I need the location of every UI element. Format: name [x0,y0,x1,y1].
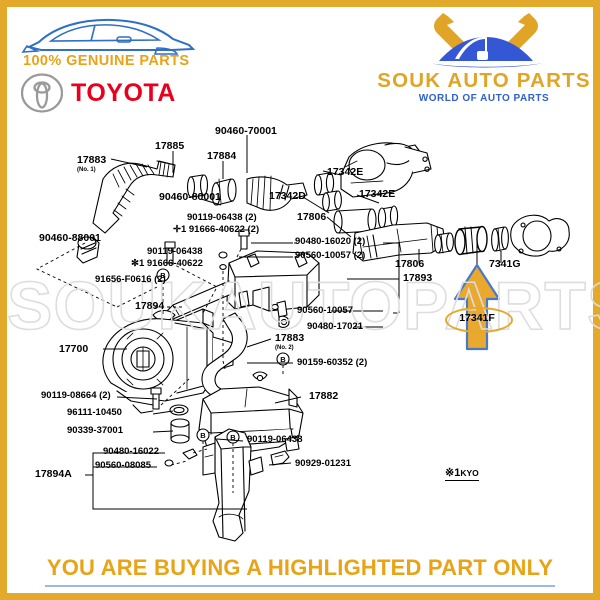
toyota-brand-block: 100% GENUINE PARTS TOYOTA [17,13,217,113]
footer-underline [45,585,555,587]
kyo-symbol: ※1 [445,467,461,479]
genuine-parts-text: 100% GENUINE PARTS [23,53,190,69]
toyota-wordmark: TOYOTA [71,79,176,107]
svg-text:B: B [230,433,236,442]
souk-brand-block: SOUK AUTO PARTS WORLD OF AUTO PARTS [377,11,591,115]
svg-text:B: B [200,431,206,440]
toyota-emblem-icon [21,73,63,113]
souk-subtitle: WORLD OF AUTO PARTS [418,93,550,104]
part-label-17893: 17893 [403,272,433,284]
part-label-17882: 17882 [309,390,339,402]
parts-diagram: B B B B [6,117,600,547]
part-label-7341g: 7341G [489,258,521,270]
part-label-90560-08085: 90560-08085 [95,460,151,471]
part-label-17884: 17884 [207,150,237,162]
part-label-17894a: 17894A [35,468,72,480]
part-label-90339-37001: 90339-37001 [67,425,123,436]
part-label-17806-right: 17806 [395,258,425,270]
svg-text:B: B [280,355,286,364]
highlighted-part-number: 17341F [459,312,495,324]
part-label-17806-top: 17806 [297,211,327,223]
part-label-91656-f0616: 91656-F0616 (2) [95,274,166,285]
part-label-90460-80001: 90460-80001 [159,191,221,203]
part-label-17885: 17885 [155,140,185,152]
part-label-90119-08664: 90119-08664 (2) [41,390,111,401]
part-label-91666-40622-b: ✻1 91666-40622 [131,258,203,269]
part-label-17342e-2: 17342E [359,188,396,200]
part-label-96111-10450: 96111-10450 [67,407,122,418]
part-label-90560-10057-b: 90560-10057 [297,305,353,316]
part-label-90929-01231: 90929-01231 [295,458,351,469]
part-label-17883-no1: 17883(No. 1) [77,154,107,173]
car-outline-icon [21,18,196,55]
toyota-logo-row: TOYOTA [21,71,221,117]
highlight-ellipse [445,307,513,333]
part-label-17883-no2: 17883(No. 2) [275,332,305,351]
part-label-90560-10057-a: 90560-10057 (2) [295,250,366,261]
part-label-17342e-1: 17342E [327,166,364,178]
part-label-17700: 17700 [59,343,89,355]
footer: YOU ARE BUYING A HIGHLIGHTED PART ONLY [7,549,593,593]
footer-notice: YOU ARE BUYING A HIGHLIGHTED PART ONLY [46,555,554,580]
part-label-91666-40622-a: ✛1 91666-40622 (2) [173,224,260,235]
part-label-90119-06438-c: 90119-06438 [247,434,303,445]
header: 100% GENUINE PARTS TOYOTA [7,7,593,119]
kyo-text: KYO [460,468,479,478]
part-label-90460-70001: 90460-70001 [215,125,277,137]
svg-text:B: B [160,271,166,280]
part-label-90460-88001: 90460-88001 [39,232,101,244]
wrench-car-logo-icon [429,13,543,68]
part-label-90119-06438-a: 90119-06438 (2) [187,212,257,223]
part-label-90480-16020: 90480-16020 (2) [295,236,366,247]
part-label-17342d: 17342D [269,190,306,202]
kyo-note: ※1KYO [445,466,479,481]
part-label-90480-16022: 90480-16022 [103,446,159,457]
part-label-90159-60352: 90159-60352 (2) [297,357,368,368]
part-label-17894: 17894 [135,300,165,312]
diagram-line-art: B B B B [36,135,570,542]
part-label-90119-06438-b: 90119-06438 [147,246,203,257]
part-label-90480-17021: 90480-17021 [307,321,363,332]
souk-title: SOUK AUTO PARTS [377,69,591,92]
